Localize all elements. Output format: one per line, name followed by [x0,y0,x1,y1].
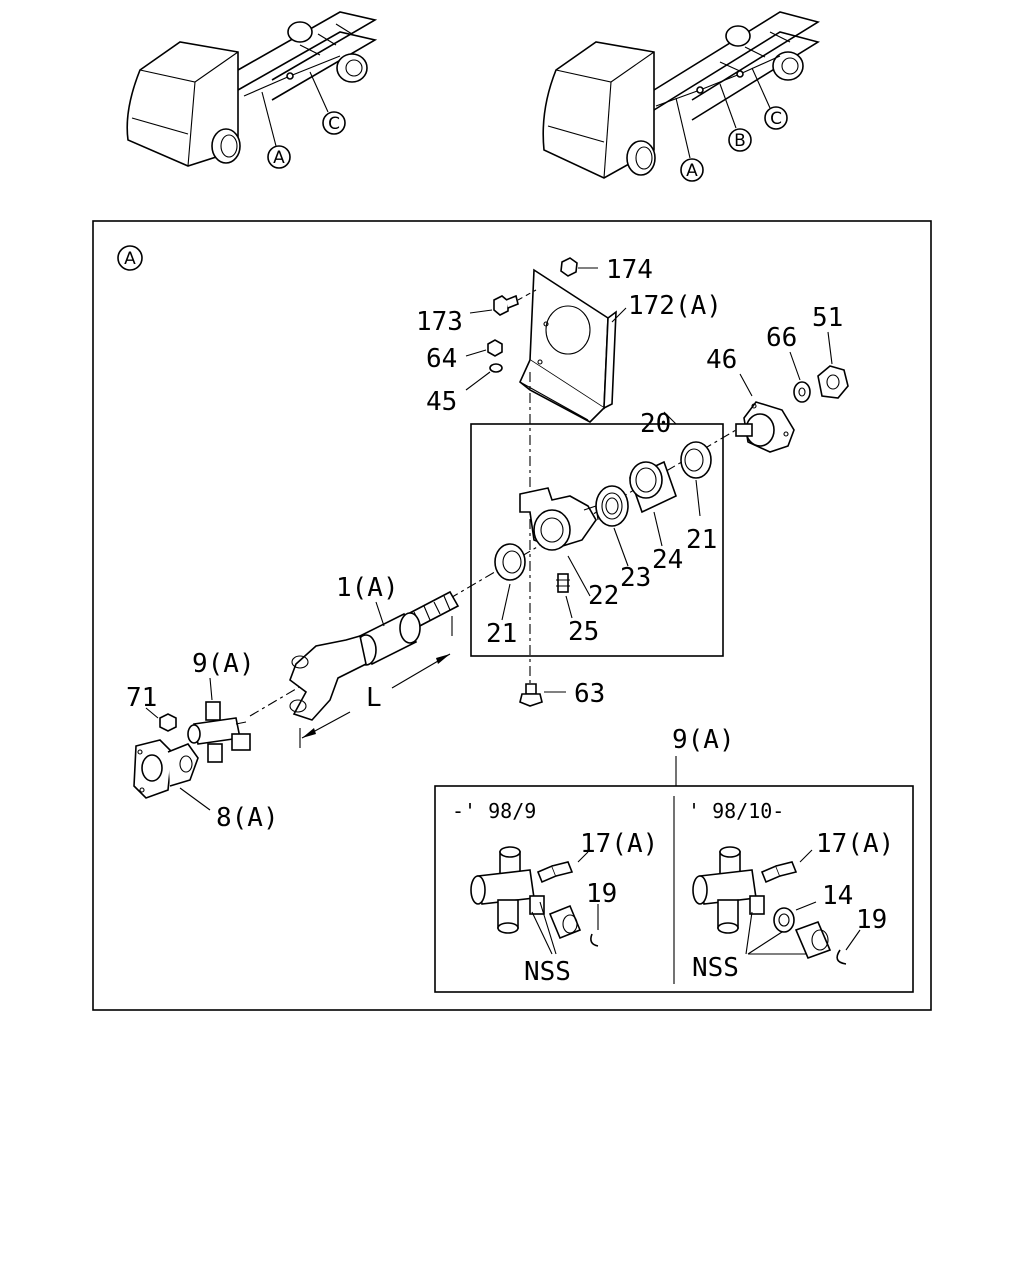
truck-overview-2: A B C [542,11,821,182]
callout-a-label: A [273,148,285,168]
main-view-callout-circle [117,245,143,271]
seal-21-right [680,441,712,479]
label-9: 9(A) [192,649,255,679]
callout-c-label: C [770,109,782,129]
grease-nipple-25 [556,573,570,593]
bolt-173 [493,294,519,316]
detail-right-cap [794,920,832,960]
detail-title: 9(A) [672,725,735,755]
label-L: L [366,683,382,713]
label-25: 25 [568,617,599,647]
callout-b-label: B [734,131,746,151]
label-174: 174 [606,255,653,285]
detail-right-label-14: 14 [822,881,853,911]
label-172: 172(A) [628,291,722,321]
universal-joint-9 [187,701,251,763]
detail-right-nss: NSS [692,953,739,983]
detail-right-label-17: 17(A) [816,829,894,859]
detail-left-snap-ring [590,933,599,947]
main-view-callout-label: A [124,249,136,269]
flange-yoke-8 [133,739,199,799]
washer-66 [793,381,811,403]
truck-overview-1: A C [126,11,378,169]
flange-46 [735,401,795,453]
detail-left-period: -' 98/9 [452,799,536,823]
label-1: 1(A) [336,573,399,603]
nut-174 [560,257,578,277]
label-21-left: 21 [486,619,517,649]
label-173: 173 [416,307,463,337]
label-22: 22 [588,581,619,611]
nut-64 [487,339,503,357]
callout-a-circle [680,158,704,182]
label-63: 63 [574,679,605,709]
detail-right-label-19: 19 [856,905,887,935]
label-21-right: 21 [686,525,717,555]
detail-left-label-19: 19 [586,879,617,909]
label-20: 20 [640,409,671,439]
detail-right-grease-fitting [760,861,798,884]
nut-51 [817,365,849,399]
detail-left-cap [548,904,582,940]
callout-b-circle [728,128,752,152]
callout-c-circle [322,111,346,135]
callout-c-label: C [328,114,340,134]
callout-a-circle [267,145,291,169]
detail-left-cross-joint [470,846,545,934]
detail-left-nss: NSS [524,957,571,987]
bracket-172 [519,268,617,423]
label-8: 8(A) [216,803,279,833]
label-46: 46 [706,345,737,375]
callout-c-circle [764,106,788,130]
detail-right-snap-ring [836,949,847,965]
bearing-23 [595,485,629,527]
nut-71 [159,713,177,732]
group-20-box [470,423,724,657]
washer-45 [489,363,503,373]
detail-right-seal-14 [773,907,795,933]
callout-a-label: A [686,161,698,181]
label-23: 23 [620,563,651,593]
main-view-frame [92,220,932,1011]
seal-21-left [494,543,526,581]
label-51: 51 [812,303,843,333]
detail-left-grease-fitting [536,861,574,884]
detail-right-period: ' 98/10- [688,799,784,823]
label-45: 45 [426,387,457,417]
housing-22 [519,487,599,551]
propeller-shaft-1 [289,590,460,721]
bolt-63 [519,683,543,707]
label-24: 24 [652,545,683,575]
label-64: 64 [426,344,457,374]
detail-left-label-17: 17(A) [580,829,658,859]
detail-box [434,785,914,993]
label-71: 71 [126,683,157,713]
sleeve-24 [629,460,677,514]
detail-right-cross-joint [692,846,765,934]
label-66: 66 [766,323,797,353]
